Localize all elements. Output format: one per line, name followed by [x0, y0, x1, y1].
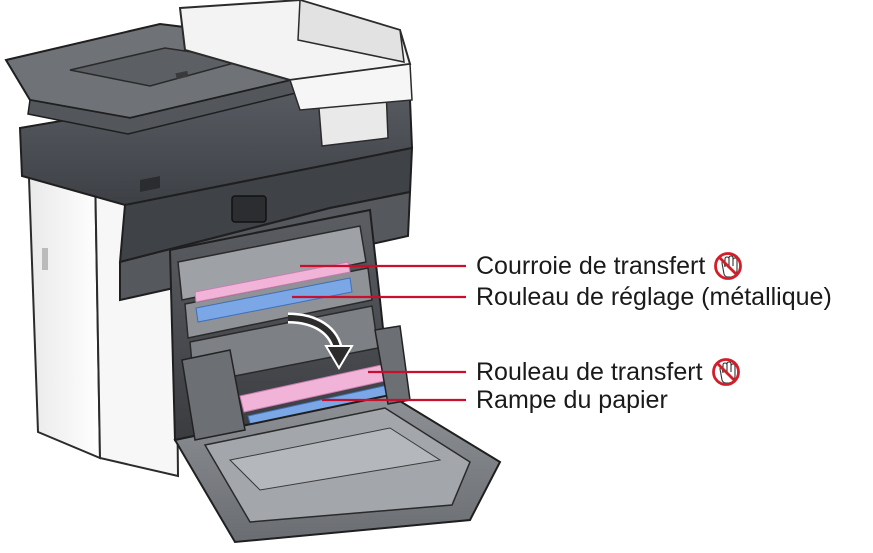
callout-courroie-text: Courroie de transfert: [476, 252, 706, 280]
callout-rouleau-reglage-text: Rouleau de réglage (métallique): [476, 283, 832, 311]
no-touch-hand-icon: [711, 358, 740, 386]
registration-roller-highlight: [195, 277, 353, 323]
callout-courroie: Courroie de transfert: [476, 251, 743, 281]
callout-rampe-text: Rampe du papier: [476, 386, 668, 414]
curved-arrow-icon: [287, 312, 354, 370]
transfer-belt-highlight: [194, 261, 351, 303]
callout-rouleau-transfert-text: Rouleau de transfert: [476, 358, 703, 386]
leader-lines: [292, 264, 466, 402]
callout-rouleau-reglage: Rouleau de réglage (métallique): [476, 282, 832, 312]
no-touch-hand-icon: [714, 252, 743, 280]
document-feeder: [4, 0, 413, 147]
callout-rampe: Rampe du papier: [476, 385, 668, 415]
rear-door-open: [173, 325, 502, 544]
callout-rouleau-transfert: Rouleau de transfert: [476, 357, 741, 387]
